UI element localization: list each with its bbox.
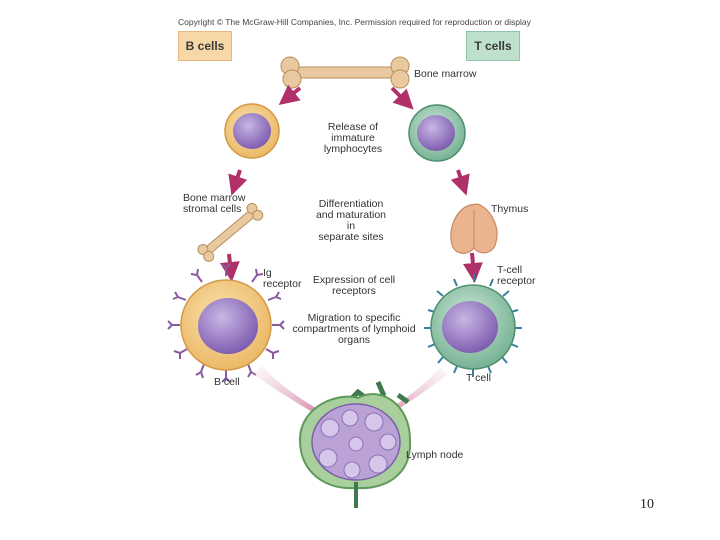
- bone-marrow-label: Bone marrow: [414, 68, 477, 80]
- mature-b-cell-icon: [167, 263, 285, 383]
- immature-t-cell-icon: [408, 104, 466, 162]
- differentiation-label: Differentiation and maturation in separa…: [315, 198, 387, 243]
- immature-b-cell-icon: [224, 103, 280, 159]
- stromal-bone-icon: [197, 202, 264, 262]
- lymph-node-icon: [298, 381, 412, 508]
- bone-icon: [280, 56, 410, 89]
- b-cell-label: B cell: [214, 376, 240, 388]
- copyright-notice: Copyright © The McGraw-Hill Companies, I…: [178, 17, 531, 27]
- migration-label: Migration to specific compartments of ly…: [292, 312, 416, 346]
- t-cells-header: T cells: [466, 31, 520, 61]
- lymph-node-label: Lymph node: [406, 449, 464, 461]
- stromal-cells-label: Bone marrow stromal cells: [183, 192, 246, 215]
- release-label: Release of immature lymphocytes: [323, 121, 383, 155]
- expression-label: Expression of cell receptors: [312, 274, 396, 297]
- t-cell-label: T cell: [466, 372, 491, 384]
- thymus-icon: [450, 203, 498, 254]
- ig-receptor-label: Ig receptor: [263, 267, 302, 290]
- page-number: 10: [640, 497, 654, 512]
- b-cells-header: B cells: [178, 31, 232, 61]
- thymus-label: Thymus: [491, 203, 529, 215]
- mature-t-cell-icon: [424, 274, 522, 377]
- tcell-receptor-label: T-cell receptor: [497, 264, 536, 287]
